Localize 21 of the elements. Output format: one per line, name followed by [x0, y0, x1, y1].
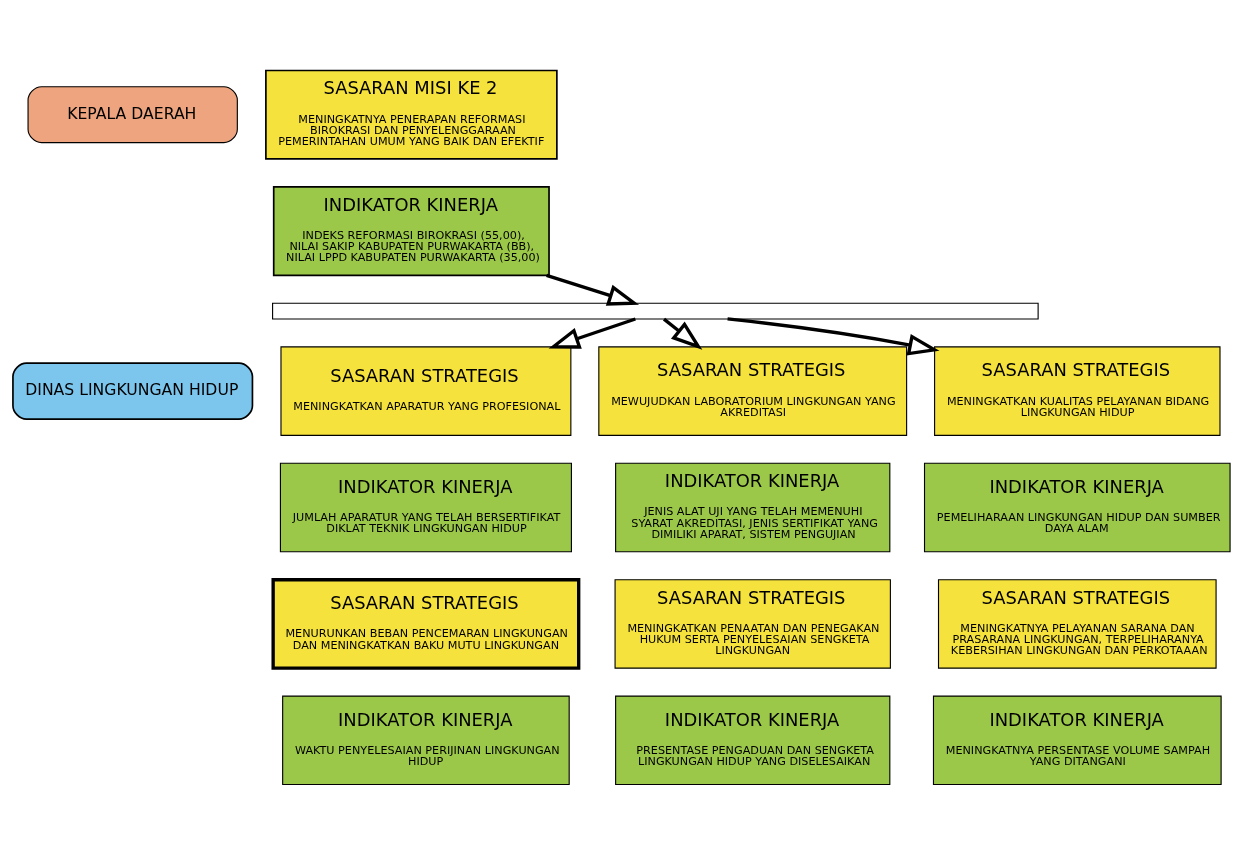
node-box: SASARAN STRATEGIS MENINGKATNYA PELAYANAN SARANA DAN PRASARANA LINGKUNGAN, TERPELIHARANYA KEBERSIHAN LINGKUNGAN DAN PERKOTAAAN [937, 578, 1217, 669]
node-box: SASARAN STRATEGIS MEWUJUDKAN LABORATORIUM LINGKUNGAN YANG AKREDITASI [598, 345, 908, 436]
node-box: INDIKATOR KINERJA JUMLAH APARATUR YANG TELAH BERSERTIFIKAT DIKLAT TEKNIK LINGKUNGAN HIDUP [279, 462, 572, 552]
node-box: INDIKATOR KINERJA PEMELIHARAAN LINGKUNGAN HIDUP DAN SUMBER DAYA ALAM [923, 462, 1231, 552]
arrow [727, 316, 940, 356]
node-box: SASARAN MISI KE 2 MENINGKATNYA PENERAPAN REFORMASI BIROKRASI DAN PENYELENGGARAAN PEMERINTAHAN UMUM YANG BAIK DAN EFEKTIF [265, 69, 558, 160]
node-box: INDIKATOR KINERJA INDEKS REFORMASI BIROKRASI (55,00), NILAI SAKIP KABUPATEN PURWAKARTA (BB), NILAI LPPD KABUPATEN PURWAKARTA (35,00) [272, 185, 550, 276]
node-box: DINAS LINGKUNGAN HIDUP [12, 361, 254, 420]
node-box: INDIKATOR KINERJA WAKTU PENYELESAIAN PERIJINAN LINGKUNGAN HIDUP [282, 695, 570, 785]
node-box: INDIKATOR KINERJA PRESENTASE PENGADUAN DAN SENGKETA LINGKUNGAN HIDUP YANG DISELESAIKAN [615, 695, 891, 785]
node-box: INDIKATOR KINERJA JENIS ALAT UJI YANG TELAH MEMENUHI SYARAT AKREDITASI, JENIS SERTIFIKAT YANG DIMILIKI APARAT, SISTEM PENGUJIAN [615, 462, 891, 552]
arrow [548, 316, 636, 349]
node-box: SASARAN STRATEGIS MENURUNKAN BEBAN PENCEMARAN LINGKUNGAN DAN MENINGKATKAN BAKU MUTU LINGKUNGAN [271, 577, 581, 670]
arrow [662, 317, 703, 350]
node-bar [272, 302, 1039, 319]
node-box: INDIKATOR KINERJA MENINGKATNYA PERSENTASE VOLUME SAMPAH YANG DITANGANI [932, 695, 1222, 785]
node-box: SASARAN STRATEGIS MENINGKATKAN APARATUR YANG PROFESIONAL [280, 345, 572, 436]
node-box: KEPALA DAERAH [27, 85, 238, 143]
node-box: SASARAN STRATEGIS MENINGKATKAN KUALITAS PELAYANAN BIDANG LINGKUNGAN HIDUP [934, 345, 1221, 436]
arrow [546, 273, 640, 306]
node-box: SASARAN STRATEGIS MENINGKATKAN PENAATAN DAN PENEGAKAN HUKUM SERTA PENYELESAIAN SENGKETA LINGKUNGAN [614, 578, 891, 669]
